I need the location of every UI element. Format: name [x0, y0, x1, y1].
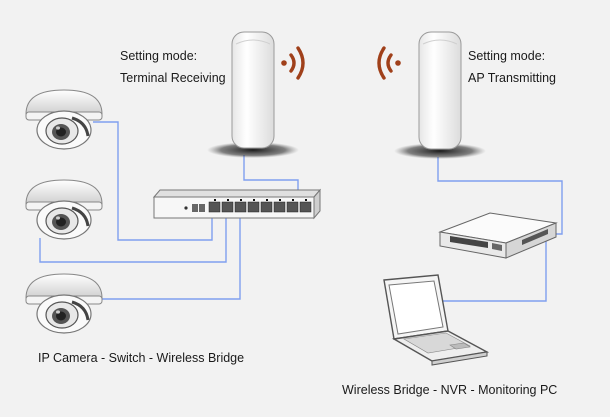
wireless-bridge-icon [207, 31, 299, 158]
cable-bridge-nvr [437, 157, 563, 235]
ip-camera-icon [24, 88, 104, 151]
left-caption: IP Camera - Switch - Wireless Bridge [38, 351, 245, 365]
ip-camera-icon [24, 272, 104, 335]
wireless-bridge-icon [394, 31, 486, 159]
network-switch-icon [152, 188, 322, 220]
right-caption: Wireless Bridge - NVR - Monitoring PC [342, 383, 558, 397]
laptop-icon [383, 274, 490, 366]
wifi-signal-icon [281, 46, 305, 80]
left-bridge-mode-value: Terminal Receiving [120, 71, 226, 85]
nvr-icon [438, 212, 558, 259]
cable-nvr-pc [438, 240, 547, 302]
wifi-signal-icon [377, 46, 401, 80]
right-bridge-mode-label: Setting mode: [468, 49, 546, 63]
left-bridge-mode-label: Setting mode: [120, 49, 198, 63]
cable-lines [39, 121, 563, 302]
cable-camera1-switch [93, 121, 213, 241]
cable-camera2-switch [39, 217, 227, 263]
ip-camera-icon [24, 178, 104, 241]
cable-switch-bridge [243, 155, 299, 196]
right-bridge-mode-value: AP Transmitting [468, 71, 557, 85]
cable-camera3-switch [93, 217, 241, 300]
